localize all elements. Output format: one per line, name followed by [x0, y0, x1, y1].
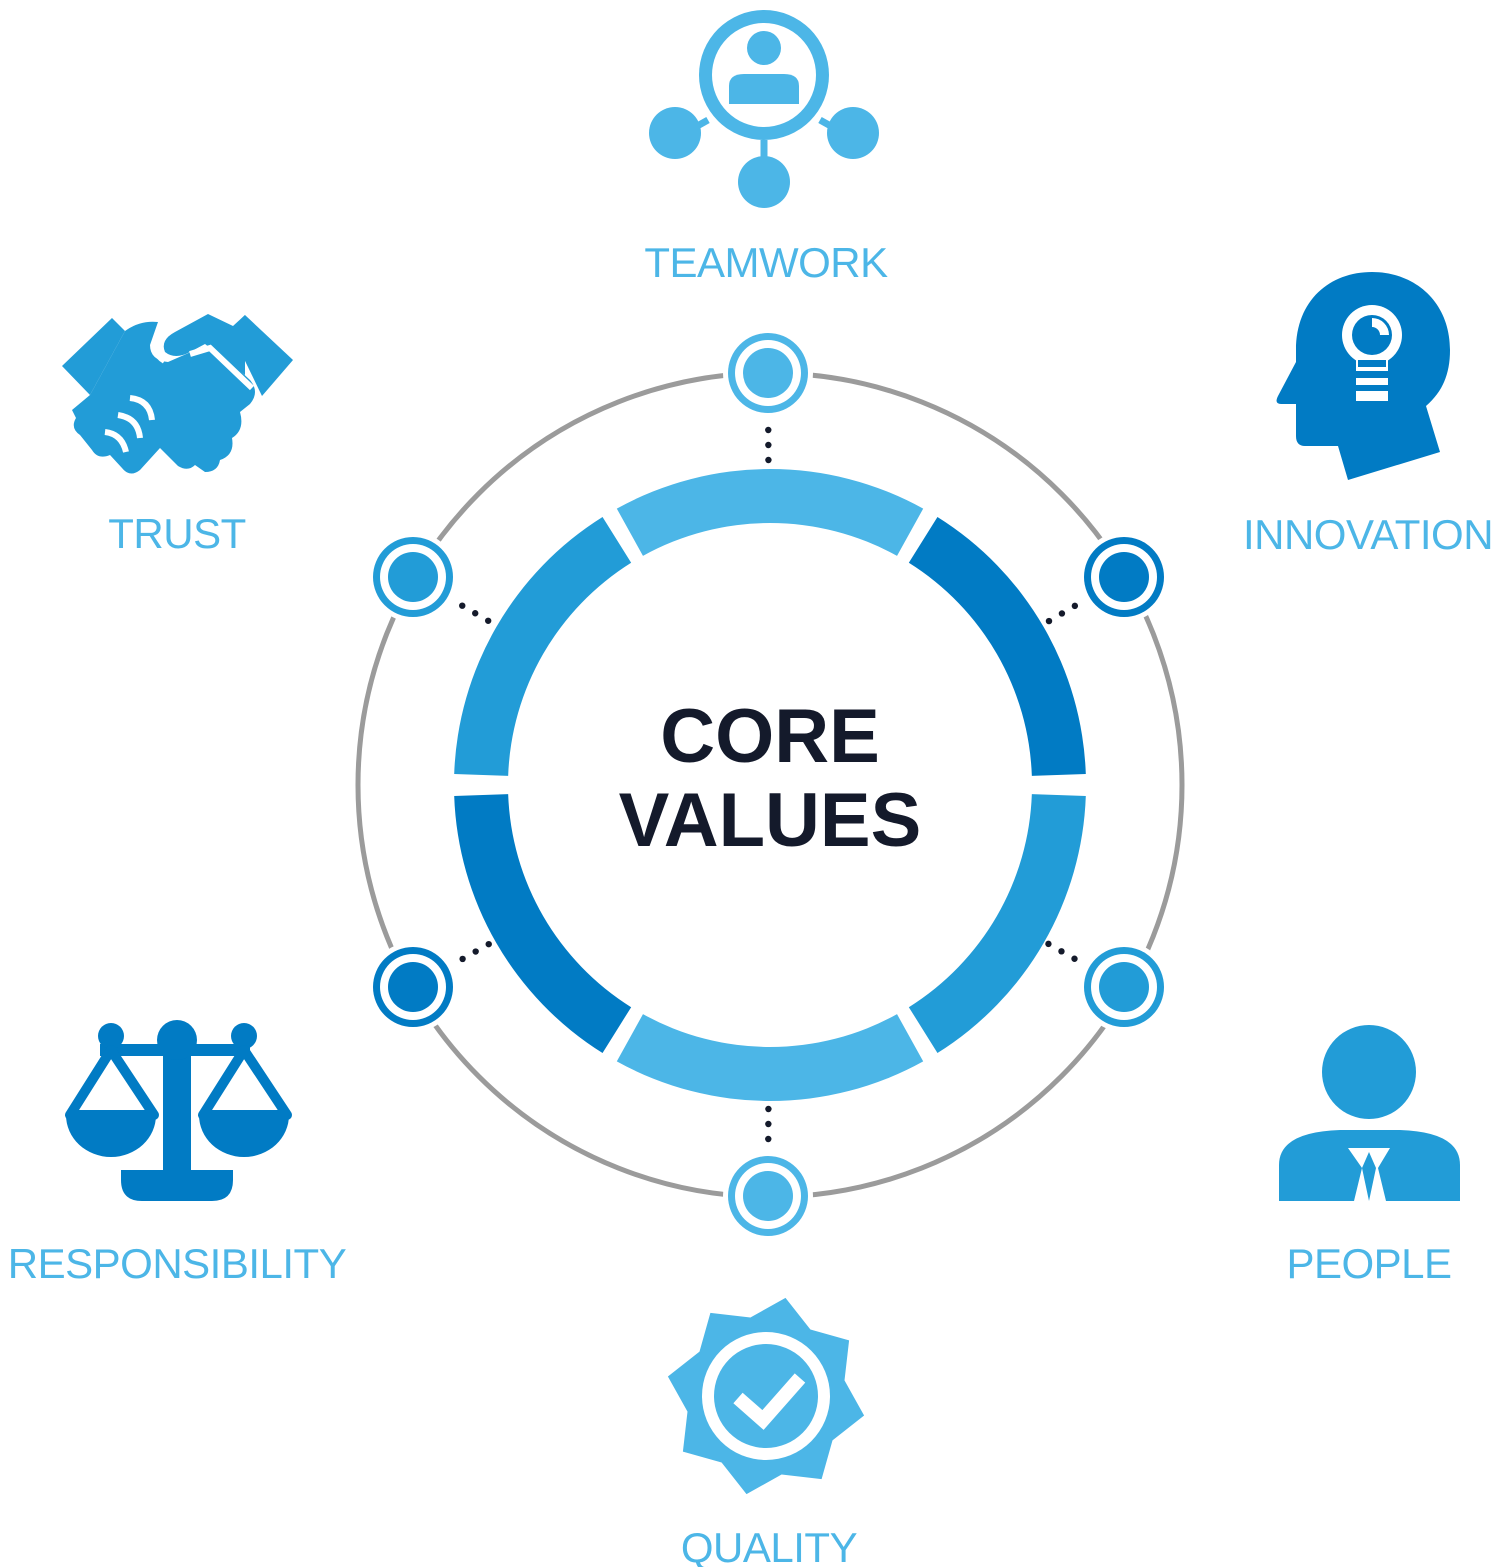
head-lightbulb-icon	[1276, 272, 1450, 480]
connector-dot	[484, 617, 492, 624]
label-trust: TRUST	[108, 510, 246, 557]
segment-top	[616, 468, 924, 556]
connector-dot	[1071, 955, 1078, 962]
connector-dot	[765, 456, 772, 464]
center-title-line2: VALUES	[619, 778, 922, 863]
connector-dot	[765, 426, 772, 434]
ring-nodes	[368, 328, 1169, 1241]
connector-dot	[472, 948, 479, 955]
connector-dot	[1045, 940, 1052, 948]
segment-lower-left	[454, 794, 632, 1053]
connector-dot	[1058, 610, 1066, 617]
label-responsibility: RESPONSIBILITY	[8, 1240, 347, 1287]
connector-dot	[765, 1105, 772, 1113]
connector-dot	[765, 441, 772, 449]
connector-dot	[472, 610, 479, 617]
label-people: PEOPLE	[1286, 1240, 1451, 1287]
node-upper-left	[368, 532, 458, 622]
balance-scale-icon	[65, 1020, 292, 1201]
segment-bottom	[616, 1014, 924, 1101]
node-top	[723, 328, 813, 418]
center-title-line1: CORE	[660, 694, 880, 779]
connector-dot	[1071, 602, 1079, 610]
connector-dot	[459, 955, 466, 963]
person-icon	[1279, 1025, 1460, 1201]
label-quality: QUALITY	[681, 1524, 858, 1567]
node-lower-left	[368, 942, 458, 1032]
connector-dot	[459, 602, 466, 609]
segment-lower-right	[908, 794, 1086, 1053]
segment-upper-left	[454, 517, 632, 776]
connector-dot	[1058, 948, 1065, 955]
handshake-icon	[62, 314, 293, 474]
node-bottom	[723, 1151, 813, 1241]
connector-dot	[765, 1120, 772, 1128]
segment-upper-right	[908, 517, 1086, 776]
label-teamwork: TEAMWORK	[644, 239, 888, 286]
team-network-icon	[649, 10, 879, 208]
dotted-connectors	[459, 426, 1079, 1143]
node-lower-right	[1079, 942, 1169, 1032]
connector-dot	[1045, 617, 1053, 625]
inner-segmented-ring	[454, 468, 1086, 1101]
node-upper-right	[1079, 532, 1169, 622]
connector-dot	[765, 1135, 772, 1143]
quality-badge-check-icon	[667, 1297, 865, 1495]
label-innovation: INNOVATION	[1243, 511, 1493, 558]
connector-dot	[485, 940, 492, 948]
